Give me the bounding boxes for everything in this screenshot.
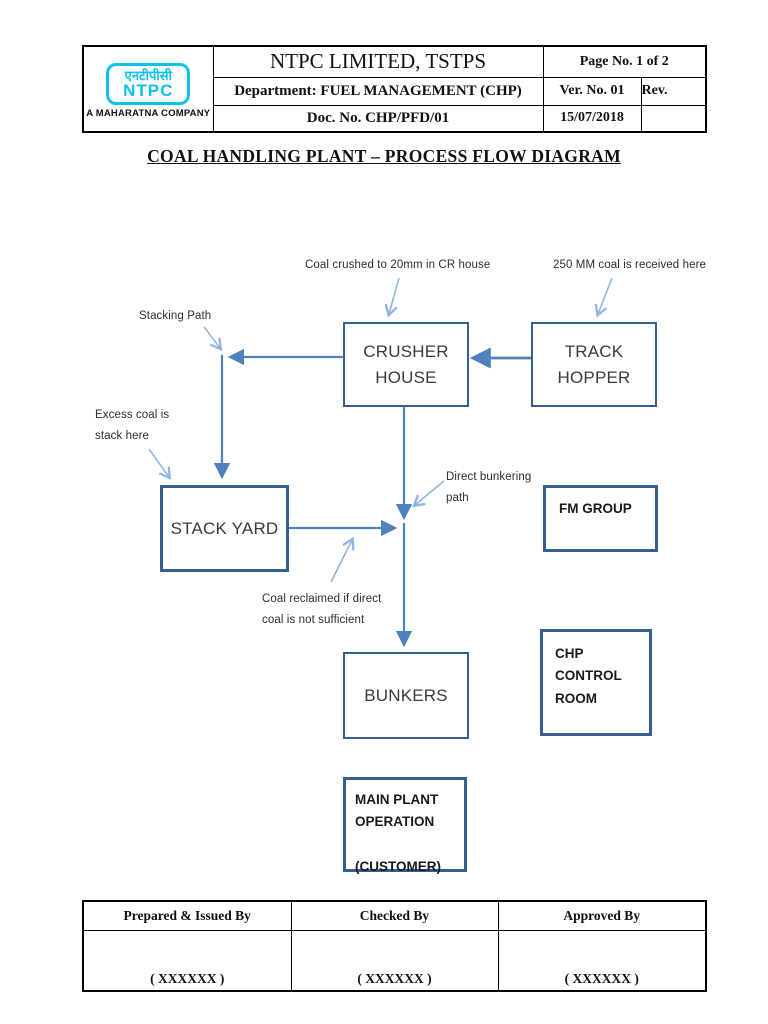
signoff-value-approved: ( XXXXXX ) — [497, 930, 707, 992]
doc-number-cell: Doc. No. CHP/PFD/01 — [212, 104, 544, 133]
signoff-value-prepared: ( XXXXXX ) — [82, 930, 292, 992]
group-box-main-plant-operation: MAIN PLANT OPERATION (CUSTOMER) — [343, 777, 467, 874]
leader-received-annotation — [594, 277, 613, 318]
revision-value-cell — [640, 104, 707, 133]
flow-box-stack-yard: STACK YARD — [160, 485, 289, 572]
page-number-cell: Page No. 1 of 2 — [542, 45, 707, 78]
annotation-stacking-path: Stacking Path — [139, 310, 212, 322]
leader-excess-coal-annotation — [148, 448, 172, 481]
flow-box-crusher-house: CRUSHER HOUSE — [343, 322, 469, 407]
logo-cell: एनटीपीसी NTPC A MAHARATNA COMPANY — [82, 45, 214, 133]
leader-stacking-path-annotation — [203, 326, 223, 351]
leader-direct-bunkering-annotation — [412, 480, 445, 508]
annotation-excess-coal: Excess coal is stack here — [95, 409, 170, 442]
group-box-chp-control-room: CHP CONTROL ROOM — [540, 629, 652, 736]
leader-coal-reclaimed-annotation — [330, 536, 355, 583]
logo-tagline: A MAHARATNA COMPANY — [86, 108, 211, 120]
revision-label-cell: Rev. — [640, 76, 707, 106]
ntpc-logo: एनटीपीसी NTPC — [106, 62, 191, 106]
signoff-header-prepared: Prepared & Issued By — [82, 900, 292, 931]
group-box-fm-group: FM GROUP — [543, 485, 658, 552]
date-cell: 15/07/2018 — [542, 104, 642, 133]
leader-crushed-annotation — [384, 277, 400, 318]
signoff-value-checked: ( XXXXXX ) — [290, 930, 499, 992]
annotation-coal-reclaimed: Coal reclaimed if direct coal is not suf… — [262, 593, 382, 626]
flow-box-track-hopper: TRACK HOPPER — [531, 322, 657, 407]
annotation-direct-bunkering: Direct bunkering path — [446, 471, 532, 504]
signoff-table: Prepared & Issued By Checked By Approved… — [82, 900, 707, 992]
page-title: COAL HANDLING PLANT – PROCESS FLOW DIAGR… — [147, 146, 621, 166]
department-cell: Department: FUEL MANAGEMENT (CHP) — [212, 76, 544, 106]
signoff-header-approved: Approved By — [497, 900, 707, 931]
signoff-header-checked: Checked By — [290, 900, 499, 931]
annotation-coal-crushed: Coal crushed to 20mm in CR house — [305, 259, 491, 271]
flow-box-bunkers: BUNKERS — [343, 652, 469, 739]
annotation-coal-received: 250 MM coal is received here — [553, 259, 707, 271]
logo-latin-text: NTPC — [123, 81, 174, 101]
header-table: एनटीपीसी NTPC A MAHARATNA COMPANY NTPC L… — [82, 45, 708, 133]
logo-hindi-text: एनटीपीसी — [124, 67, 172, 83]
